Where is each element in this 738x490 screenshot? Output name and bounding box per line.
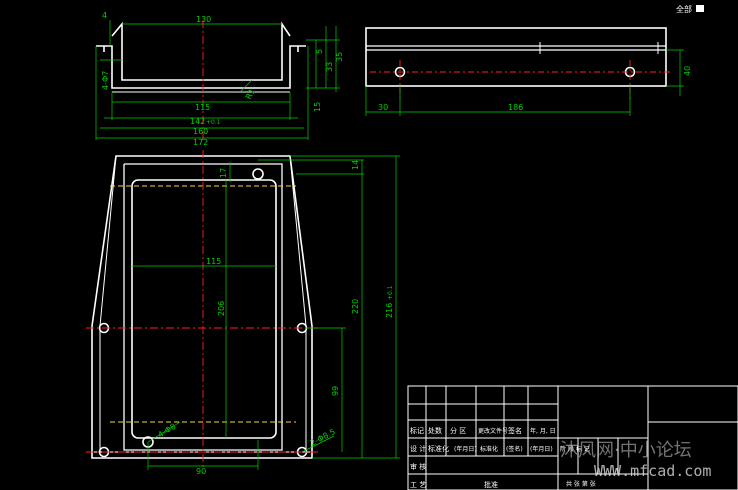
plan-right-slope xyxy=(289,155,307,327)
front-inner-profile xyxy=(121,40,283,81)
tb-count: 处数 xyxy=(428,426,442,435)
dim-14: 14 xyxy=(351,160,360,170)
watermark-line1: 沐风网·中小论坛 xyxy=(560,440,692,461)
dim-216: 216 xyxy=(385,303,394,318)
title-block-labels: 标记 处数 分 区 更改文件号 签名 年, 月, 日 设 计 标准化 (年月日)… xyxy=(410,426,596,489)
dim-172: 172 xyxy=(193,138,208,147)
front-right-flange xyxy=(281,21,291,40)
plan-view-centerlines xyxy=(86,150,320,470)
side-view-dim-text: 30 186 40 xyxy=(378,66,692,112)
dim-33: 33 xyxy=(325,62,334,72)
dim-phi-small: 4-Φ8 xyxy=(156,422,177,440)
dim-4: 4 xyxy=(102,11,107,20)
dim-220: 220 xyxy=(351,299,360,314)
dim-r1: R1 xyxy=(244,87,257,101)
tb-mark: 标记 xyxy=(410,426,424,435)
viewport-tag[interactable]: 全部 xyxy=(676,4,704,14)
dim-186: 186 xyxy=(508,103,523,112)
front-outer-profile xyxy=(96,45,306,89)
dim-90: 90 xyxy=(196,467,206,476)
dim-15: 15 xyxy=(313,102,322,112)
side-view xyxy=(365,27,667,87)
tb-approve: 批准 xyxy=(484,480,498,489)
dim-40: 40 xyxy=(683,66,692,76)
dim-160: 160 xyxy=(193,127,208,136)
tb-signature: 签名 xyxy=(508,426,522,435)
plan-view xyxy=(91,155,313,459)
dim-35: 35 xyxy=(335,52,344,62)
dim-142-tol: +0.1 xyxy=(206,119,221,126)
plan-hole-top xyxy=(252,168,264,180)
front-view-dim-text: 130 115 142 +0.1 160 172 4 5 33 35 15 R1… xyxy=(101,11,344,147)
plan-inner-contour xyxy=(123,163,283,451)
plan-window xyxy=(131,179,277,439)
dim-17: 17 xyxy=(219,168,228,178)
tb-sig-date2: (年月日) xyxy=(530,445,553,453)
tb-standardize: 标准化 xyxy=(428,444,449,453)
tb-total-sheets: 共 张 第 张 xyxy=(566,480,596,488)
dim-5: 5 xyxy=(315,49,324,54)
viewport-tag-icon[interactable] xyxy=(696,5,704,12)
tb-sig-date1: (年月日) xyxy=(454,445,477,453)
dim-130: 130 xyxy=(196,15,211,24)
watermark-line2: WWW.mfcad.com xyxy=(594,462,711,480)
dim-206: 206 xyxy=(217,301,226,316)
side-view-centerlines xyxy=(370,60,670,100)
tb-design: 设 计 xyxy=(410,444,426,453)
dim-142: 142 xyxy=(190,117,205,126)
plan-left-slope xyxy=(99,155,117,327)
dim-115-plan: 115 xyxy=(206,257,221,266)
tb-standardize2: 标准化 xyxy=(480,445,498,453)
viewport-tag-label[interactable]: 全部 xyxy=(676,4,692,14)
front-view xyxy=(96,21,306,93)
dim-99: 99 xyxy=(331,386,340,396)
front-left-flange xyxy=(111,21,123,40)
dim-phi-big: 2-Φ8.5 xyxy=(309,427,337,448)
side-outer-rect xyxy=(365,27,667,87)
dim-30: 30 xyxy=(378,103,388,112)
tb-stage-mark: 阶 段 标 记 xyxy=(560,445,590,453)
tb-zone: 分 区 xyxy=(450,426,466,435)
tb-date: 年, 月, 日 xyxy=(530,427,556,435)
tb-process: 工 艺 xyxy=(410,481,426,489)
dim-115-front: 115 xyxy=(195,103,210,112)
front-view-dimensions xyxy=(95,20,340,140)
tb-change-doc: 更改文件号 xyxy=(478,427,508,435)
dim-4-phi7: 4-Φ7 xyxy=(101,71,110,90)
title-block xyxy=(407,385,738,490)
plan-outer-contour xyxy=(91,155,313,459)
tb-review: 审 核 xyxy=(410,462,426,471)
plan-view-dimensions xyxy=(132,155,400,470)
side-view-dimensions xyxy=(365,49,684,116)
watermark: 沐风网·中小论坛 WWW.mfcad.com xyxy=(560,440,711,480)
dim-216-tol: +0.1 xyxy=(387,285,394,300)
plan-view-dim-text: 115 206 14 17 220 216 +0.1 99 90 4-Φ8 2-… xyxy=(156,160,394,476)
tb-sig-paren: (签名) xyxy=(506,445,523,453)
